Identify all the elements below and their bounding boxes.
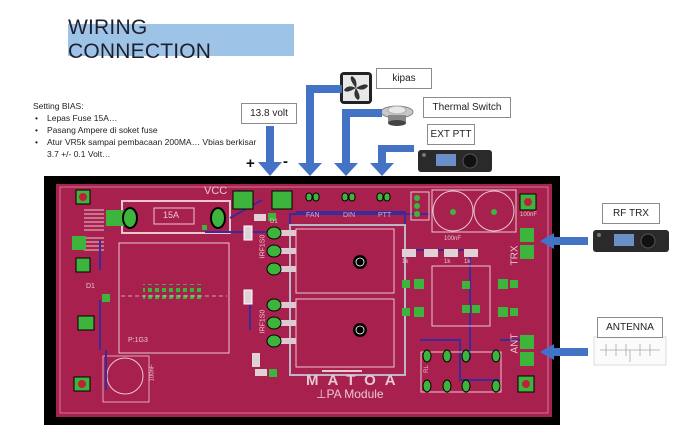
coil	[84, 209, 104, 251]
label-antenna: ANTENNA	[597, 317, 663, 338]
silk-fan: FAN	[306, 212, 320, 219]
silk-r3: 1k	[464, 259, 471, 265]
silk-ptt: PTT	[378, 212, 392, 219]
label-fan: kipas	[376, 68, 432, 89]
silk-mosfet2: IRF1S0	[259, 309, 267, 334]
bias-step: Lepas Fuse 15A…	[35, 112, 263, 124]
bias-step: Atur VR5k sampai pembacaan 200MA… Vbias …	[35, 136, 263, 160]
silk-vcc: VCC	[204, 185, 228, 197]
fan-icon	[340, 72, 372, 104]
silk-mosfet1: IRF1S0	[259, 234, 267, 259]
page-title: WIRING CONNECTION	[68, 16, 212, 63]
mosfet-heatsink	[289, 224, 406, 376]
radio-icon-trx	[593, 230, 669, 252]
silk-fuse: 15A	[163, 210, 180, 220]
silk-cap3: 100nF	[444, 236, 462, 242]
silk-trx: TRX	[509, 245, 521, 266]
bias-step: Pasang Ampere di soket fuse	[35, 124, 263, 136]
label-rf-trx: RF TRX	[602, 203, 660, 224]
silk-relay: RL	[423, 365, 430, 373]
connector-pads	[305, 192, 391, 202]
silk-ant: ANT	[509, 333, 521, 354]
silk-r1: 1k	[402, 259, 409, 265]
title-box: WIRING CONNECTION	[68, 16, 294, 63]
module-label: ⊥PA Module	[316, 387, 384, 401]
antenna-icon	[593, 336, 667, 366]
label-plus: +	[246, 155, 255, 172]
silk-d2: D1	[270, 219, 278, 225]
bias-steps: Lepas Fuse 15A… Pasang Ampere di soket f…	[33, 112, 263, 160]
silk-transformer: P:1G3	[128, 337, 148, 344]
bias-heading: Setting BIAS:	[33, 101, 84, 111]
radio-icon-ptt	[418, 150, 492, 172]
silk-din: DIN	[343, 212, 356, 219]
label-ext-ptt: EXT PTT	[427, 124, 475, 145]
transformer	[118, 242, 230, 354]
mosfet-pins	[266, 226, 296, 348]
silk-cap2: 100nF	[520, 212, 538, 218]
label-minus: -	[283, 153, 288, 170]
bias-notes: Setting BIAS: Lepas Fuse 15A… Pasang Amp…	[33, 100, 263, 160]
fuse-holder	[106, 200, 231, 234]
board-logo: MATOA	[306, 372, 405, 389]
label-thermal-switch: Thermal Switch	[423, 97, 511, 118]
module-label-text: PA Module	[326, 387, 384, 401]
thermal-switch-icon	[380, 105, 414, 126]
silk-r2: 1k	[444, 259, 451, 265]
label-supply: 13.8 volt	[241, 103, 297, 124]
silk-d1: D1	[86, 283, 95, 290]
silk-cap1: 100nF	[149, 364, 156, 382]
wire-arrows	[258, 85, 588, 360]
relay	[420, 351, 502, 393]
